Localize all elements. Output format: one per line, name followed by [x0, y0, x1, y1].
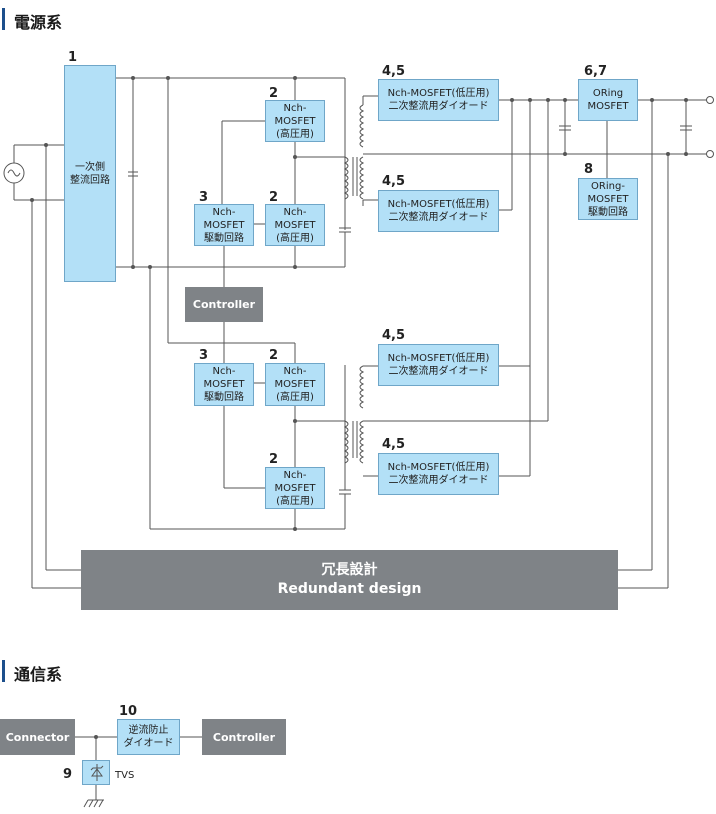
oring-driver-block: ORing- MOSFET 駆動回路	[578, 178, 638, 220]
rectifier-4-number: 4,5	[382, 437, 406, 452]
comm-title-bar	[2, 660, 5, 682]
connector-block: Connector	[0, 719, 75, 755]
rectifier-2-number: 4,5	[382, 174, 406, 189]
output-terminal-minus	[706, 150, 714, 158]
oring-mosfet-block: ORing MOSFET	[578, 79, 638, 121]
rectifier-1-number: 4,5	[382, 64, 406, 79]
driver-1-block: Nch- MOSFET 駆動回路	[194, 204, 254, 246]
rectifier-2-block: Nch-MOSFET(低圧用) 二次整流用ダイオード	[378, 190, 499, 232]
tvs-diode-icon	[90, 764, 104, 781]
primary-rectifier-block: 一次側 整流回路	[64, 65, 116, 282]
tvs-block	[82, 760, 110, 785]
driver-1-number: 3	[199, 190, 209, 205]
output-terminal-plus	[706, 96, 714, 104]
fet-2-number: 2	[269, 190, 279, 205]
redundant-label-en: Redundant design	[277, 581, 422, 597]
rectifier-3-block: Nch-MOSFET(低圧用) 二次整流用ダイオード	[378, 344, 499, 386]
fet-1-number: 2	[269, 86, 279, 101]
redundant-label-ja: 冗長設計	[321, 562, 378, 578]
fet-4-number: 2	[269, 452, 279, 467]
fet-3-block: Nch- MOSFET (高圧用)	[265, 363, 325, 406]
power-controller-block: Controller	[185, 287, 263, 322]
fet-3-number: 2	[269, 348, 279, 363]
tvs-label: TVS	[115, 770, 135, 781]
oring-number: 6,7	[584, 64, 608, 79]
primary-number: 1	[68, 50, 78, 65]
redundant-design-block: 冗長設計 Redundant design	[81, 550, 618, 610]
rectifier-4-block: Nch-MOSFET(低圧用) 二次整流用ダイオード	[378, 453, 499, 495]
tvs-number: 9	[63, 767, 73, 782]
power-section-title: 電源系	[14, 13, 63, 32]
oring-driver-number: 8	[584, 162, 594, 177]
comm-controller-block: Controller	[202, 719, 286, 755]
rectifier-3-number: 4,5	[382, 328, 406, 343]
fet-2-block: Nch- MOSFET (高圧用)	[265, 204, 325, 246]
rectifier-1-block: Nch-MOSFET(低圧用) 二次整流用ダイオード	[378, 79, 499, 121]
driver-2-block: Nch- MOSFET 駆動回路	[194, 363, 254, 406]
fet-1-block: Nch- MOSFET (高圧用)	[265, 100, 325, 142]
power-title-bar	[2, 8, 5, 30]
fet-4-block: Nch- MOSFET (高圧用)	[265, 467, 325, 509]
comm-section-title: 通信系	[14, 665, 63, 684]
diode-number: 10	[119, 704, 138, 719]
driver-2-number: 3	[199, 348, 209, 363]
reverse-diode-block: 逆流防止 ダイオード	[117, 719, 180, 755]
